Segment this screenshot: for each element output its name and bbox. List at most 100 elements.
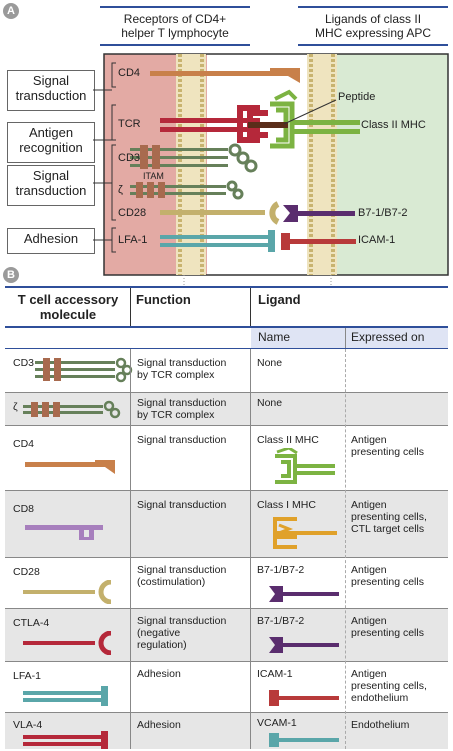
cd4-molecule — [150, 68, 300, 83]
row-cd8-expressed-3: CTL target cells — [351, 523, 425, 535]
col-header-molecule-line2: molecule — [39, 307, 97, 322]
left-box-4-line1: Adhesion — [23, 231, 79, 246]
row-cd3-function-2: by TCR complex — [137, 369, 215, 381]
header-left-line1: Receptors of CD4+ — [123, 12, 227, 26]
left-box-1-line2: transduction — [15, 88, 87, 103]
row-cd8-ligand: Class I MHC — [257, 499, 316, 511]
icam-1-icon — [269, 690, 339, 706]
lfa-1-icon — [23, 686, 108, 706]
table-col-divider-1 — [130, 349, 131, 749]
panel-b-letter: B — [3, 267, 19, 283]
header-right-bottomline — [298, 44, 448, 46]
table-col-divider-2 — [250, 349, 251, 749]
subheader-divider — [345, 328, 346, 348]
row-cd4-ligand: Class II MHC — [257, 434, 319, 446]
row-cd4-expressed-2: presenting cells — [351, 446, 424, 458]
subheader-expressed-on: Expressed on — [351, 330, 425, 344]
label-cd3: CD3 — [118, 152, 141, 164]
row-cd4-function: Signal transduction — [137, 434, 227, 446]
label-class-ii-mhc: Class II MHC — [361, 119, 426, 131]
cd3-icon — [35, 357, 133, 383]
label-itam: ITAM — [143, 171, 164, 181]
apc-membrane — [307, 54, 337, 275]
b7-icon-1 — [269, 586, 339, 602]
row-cd28-expressed-2: presenting cells — [351, 576, 424, 588]
row-cd3-ligand: None — [257, 357, 283, 369]
b7-molecule — [283, 205, 355, 222]
left-box-2-line2: recognition — [19, 140, 83, 155]
panel-a-letter: A — [3, 3, 19, 19]
left-box-3-line2: transduction — [15, 183, 87, 198]
apc-cytoplasm — [337, 54, 448, 275]
panel-a-diagram — [93, 53, 449, 285]
table-row-cd28: CD28 Signal transduction(costimulation) … — [5, 558, 448, 609]
row-lfa1-molecule: LFA-1 — [13, 670, 42, 682]
row-cd4-molecule: CD4 — [13, 438, 35, 450]
row-cd28-molecule: CD28 — [13, 566, 40, 578]
row-vla4-function: Adhesion — [137, 719, 181, 731]
row-zeta-molecule: ζ — [13, 401, 18, 413]
zeta-chain — [130, 180, 244, 200]
vcam-1-icon — [269, 733, 339, 747]
row-vla4-ligand: VCAM-1 — [257, 717, 297, 729]
header-divider-1 — [130, 288, 131, 326]
row-lfa1-expressed-1: Antigen — [351, 668, 387, 680]
cd8-icon — [25, 525, 103, 540]
header-right-line1: Ligands of class II — [324, 12, 422, 26]
table-row-cd8: CD8 Signal transduction Class I MHC Anti… — [5, 491, 448, 558]
vla-4-icon — [23, 731, 108, 749]
left-box-adhesion: Adhesion — [7, 228, 95, 254]
row-zeta-ligand: None — [257, 397, 283, 409]
cd4-icon — [25, 460, 115, 474]
cd28-icon — [23, 580, 112, 604]
row-ctla4-function-3: regulation) — [137, 639, 187, 651]
row-cd28-function-1: Signal transduction — [137, 564, 227, 576]
label-icam-1: ICAM-1 — [358, 234, 396, 246]
cd28-molecule — [160, 201, 280, 225]
row-cd28-function-2: (costimulation) — [137, 576, 206, 588]
zeta-icon — [23, 400, 121, 419]
row-cd3-function-1: Signal transduction — [137, 357, 227, 369]
header-right-line2: MHC expressing APC — [314, 26, 432, 40]
row-lfa1-expressed-3: endothelium — [351, 692, 409, 704]
row-cd28-function: Signal transduction(costimulation) — [137, 564, 226, 588]
header-divider-2 — [250, 288, 251, 326]
row-cd8-expressed-1: Antigen — [351, 499, 387, 511]
row-ctla4-ligand: B7-1/B7-2 — [257, 615, 305, 627]
row-cd8-expressed-2: presenting cells, — [351, 511, 427, 523]
peptide — [248, 122, 288, 128]
row-cd8-function: Signal transduction — [137, 499, 227, 511]
col-header-molecule-line1: T cell accessory — [17, 292, 119, 307]
subheader-row — [251, 328, 448, 348]
label-b7: B7-1/B7-2 — [358, 207, 408, 219]
row-ctla4-expressed-1: Antigen — [351, 615, 387, 627]
subheader-bottom-rule — [5, 348, 448, 349]
left-box-antigen-recognition: Antigen recognition — [7, 122, 95, 163]
row-vla4-molecule: VLA-4 — [13, 719, 43, 731]
label-lfa-1: LFA-1 — [118, 234, 148, 246]
icam-1-molecule — [281, 233, 356, 250]
header-left-topline — [100, 6, 250, 8]
label-tcr: TCR — [118, 118, 141, 130]
row-ctla4-expressed-2: presenting cells — [351, 627, 424, 639]
col-header-molecule: T cell accessory molecule — [8, 292, 128, 322]
col-header-function: Function — [136, 292, 191, 307]
header-left-line2: helper T lymphocyte — [121, 26, 229, 40]
left-box-connectors — [93, 62, 116, 253]
header-right: Ligands of class II MHC expressing APC — [298, 12, 448, 40]
row-cd8-molecule: CD8 — [13, 503, 35, 515]
table-row-cd4: CD4 Signal transduction Class II MHC Ant… — [5, 426, 448, 491]
panel-a-frame — [103, 53, 449, 276]
label-zeta: ζ — [118, 184, 123, 196]
row-lfa1-ligand: ICAM-1 — [257, 668, 293, 680]
